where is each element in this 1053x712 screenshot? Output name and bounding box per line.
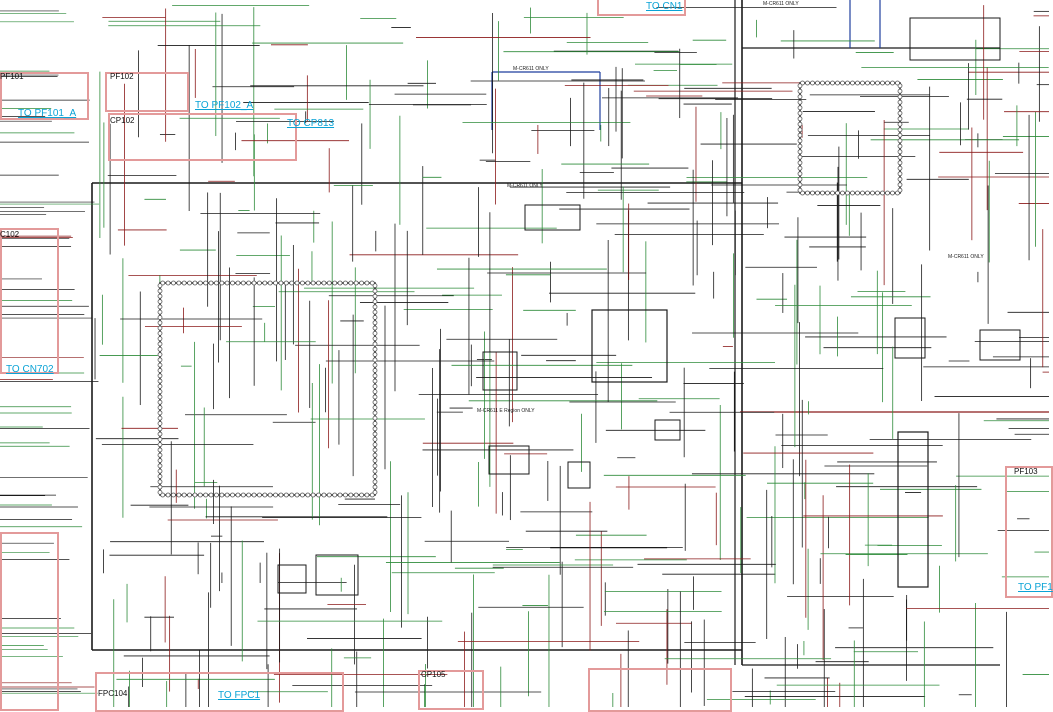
ref-fpc104: FPC104	[98, 689, 128, 698]
connector-box-bottom-left	[0, 532, 59, 711]
ref-pf102: PF102	[110, 72, 134, 81]
connector-box-to-cn1	[597, 0, 686, 16]
center-ic	[591, 309, 668, 383]
ref-pf101: PF101	[0, 72, 24, 81]
link-to-pf1-partial[interactable]: TO PF1	[1018, 582, 1053, 593]
ref-cp102: CP102	[110, 116, 135, 125]
connector-box-cp102	[108, 113, 297, 161]
note-mcr611-only-4: M-CR611 ONLY	[948, 254, 984, 260]
ref-cp105: CP105	[421, 670, 446, 679]
upper-right-ic	[797, 80, 903, 196]
link-to-cp813[interactable]: TO CP813	[287, 118, 335, 129]
connector-box-c102	[0, 228, 59, 374]
connector-box-fpc104	[95, 672, 344, 712]
note-mcr611-only-1: M-CR611 ONLY	[513, 66, 549, 72]
note-mcr611-only-2: M-CR611 ONLY	[763, 1, 799, 7]
connector-box-cp105	[418, 670, 484, 710]
ref-pf103: PF103	[1014, 467, 1038, 476]
link-to-cn702[interactable]: TO CN702	[6, 364, 54, 375]
connector-box-pf101	[0, 72, 89, 120]
small-ics	[277, 17, 1021, 596]
right-tall-ic	[897, 431, 929, 588]
connector-box-pf103	[1005, 466, 1053, 598]
link-to-pf102-a[interactable]: TO PF102_A	[195, 100, 254, 111]
main-ic	[157, 280, 378, 498]
ref-c102: C102	[0, 230, 20, 239]
note-mcr611-only-3: M-CR611 ONLY	[507, 183, 543, 189]
connector-box-bottom-mid	[588, 668, 732, 712]
link-to-fpc1[interactable]: TO FPC1	[218, 690, 261, 701]
note-mcr611-region: M-CR611 E Region ONLY	[477, 408, 535, 414]
connector-box-pf102	[105, 72, 189, 112]
link-to-cn1[interactable]: TO CN1	[646, 1, 683, 12]
link-to-pf101-a[interactable]: TO PF101_A	[18, 108, 77, 119]
